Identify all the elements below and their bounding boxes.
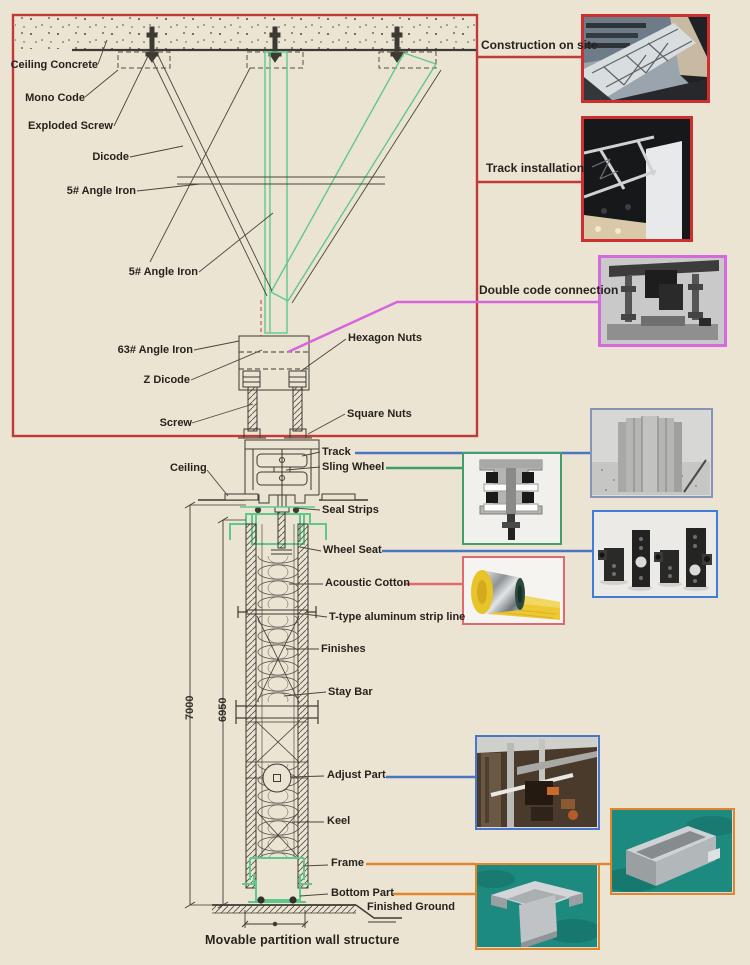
diagram-caption: Movable partition wall structure: [205, 933, 400, 947]
label-mono-code: Mono Code: [25, 92, 85, 104]
finished-ground: [212, 904, 402, 928]
label-hexagon-nuts: Hexagon Nuts: [348, 332, 422, 344]
label-screw: Screw: [159, 417, 192, 429]
label-t-type-strip: T-type aluminum strip line: [329, 611, 466, 623]
label-63-angle-iron: 63# Angle Iron: [117, 344, 193, 356]
bottom-wheels: [257, 896, 297, 904]
label-seal-strips: Seal Strips: [322, 504, 379, 516]
label-wheel-seat: Wheel Seat: [323, 544, 382, 556]
acoustic-cotton-photo: [462, 556, 565, 625]
truss-members: [149, 51, 442, 334]
label-square-nuts: Square Nuts: [347, 408, 412, 420]
track-profile-photo: [590, 408, 713, 498]
label-5-angle-iron-lower: 5# Angle Iron: [128, 266, 198, 278]
callout-double-code-connection: Double code connection: [479, 283, 619, 297]
label-exploded-screw: Exploded Screw: [28, 120, 113, 132]
bottom-part-profile-photo: [475, 863, 600, 950]
hanger-assembly: [238, 300, 312, 439]
dimension-7000: 7000: [184, 695, 196, 720]
callout-construction-on-site: Construction on site: [481, 38, 598, 52]
callout-track-installation: Track installation: [486, 161, 585, 175]
label-finishes: Finishes: [321, 643, 366, 655]
wall-column: [235, 523, 319, 889]
label-adjust-part: Adjust Part: [327, 769, 386, 781]
frame-profile-photo: [610, 808, 735, 895]
label-keel: Keel: [327, 815, 351, 827]
track-installation-photo: [581, 116, 693, 242]
connector-lines: [287, 55, 612, 896]
double-code-connection-photo: [598, 255, 727, 347]
adjust-part-photo: [475, 735, 600, 830]
wheel-seat-bolt: [271, 511, 292, 555]
label-bottom-part: Bottom Part: [331, 887, 394, 899]
wheel-seat-parts-photo: [592, 510, 718, 598]
label-acoustic-cotton: Acoustic Cotton: [325, 577, 410, 589]
sling-wheel-diagram: [462, 452, 562, 545]
dimension-lines: [184, 501, 246, 909]
label-stay-bar: Stay Bar: [328, 686, 373, 698]
label-frame: Frame: [331, 857, 365, 869]
bottom-frame: [242, 857, 312, 903]
construction-on-site-photo: [581, 14, 710, 103]
label-ceiling: Ceiling: [170, 462, 207, 474]
label-z-dicode: Z Dicode: [143, 374, 190, 386]
label-ceiling-concrete: Ceiling Concrete: [10, 59, 98, 71]
label-dicode: Dicode: [92, 151, 129, 163]
track-section: [198, 439, 368, 514]
label-finished-ground: Finished Ground: [367, 901, 455, 913]
label-track: Track: [322, 446, 351, 458]
detail-box: [11, 13, 479, 438]
label-5-angle-iron-upper: 5# Angle Iron: [66, 185, 136, 197]
leader-lines: [84, 39, 347, 897]
dimension-6950: 6950: [217, 697, 229, 722]
label-sling-wheel: Sling Wheel: [322, 461, 385, 473]
ceiling-concrete-band: [15, 17, 476, 52]
